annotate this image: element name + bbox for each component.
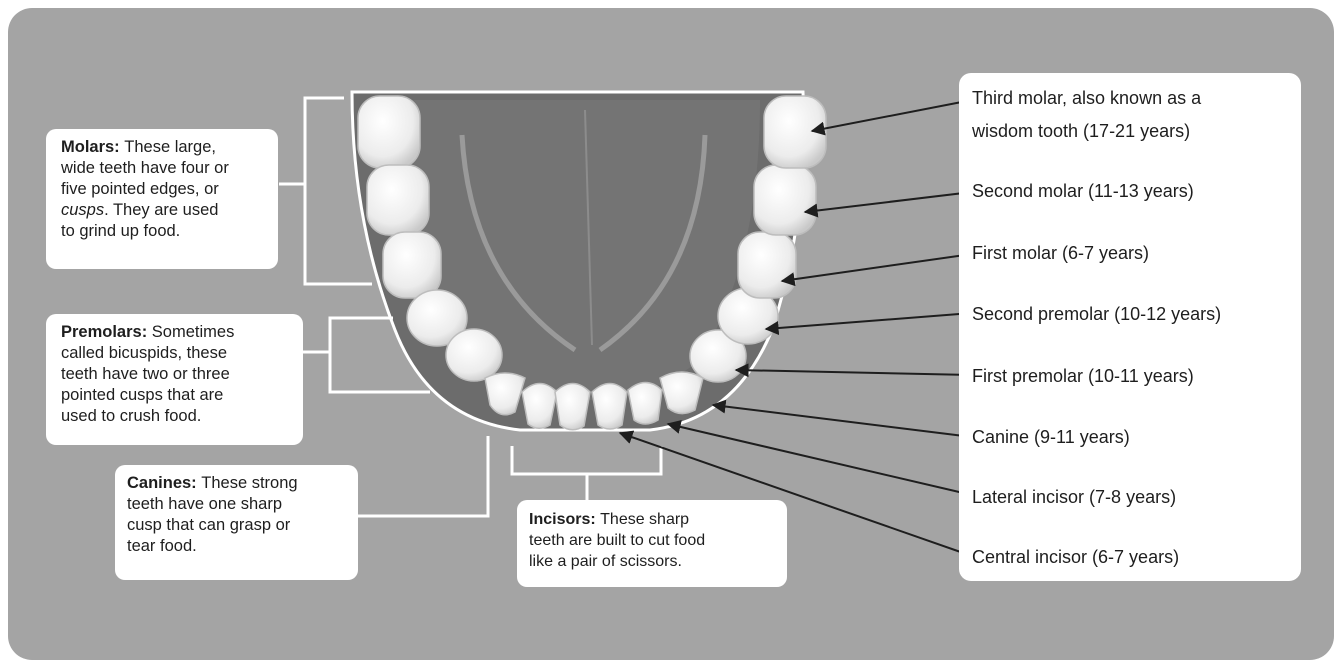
tooth	[555, 384, 590, 430]
second-molar-label: Second molar (11-13 years)	[972, 181, 1194, 202]
tooth	[764, 96, 826, 168]
canines-title: Canines:	[127, 474, 201, 492]
premolars-text: Sometimes	[152, 323, 235, 341]
incisors-text: like a pair of scissors.	[529, 553, 682, 570]
incisors-description: Incisors: These sharp teeth are built to…	[517, 500, 787, 587]
premolars-text: teeth have two or three	[61, 365, 230, 383]
tooth	[446, 329, 502, 381]
tooth	[738, 232, 796, 298]
arrow-second-molar	[805, 192, 972, 212]
premolars-description: Premolars: Sometimes called bicuspids, t…	[46, 314, 303, 445]
third-molar-label-line1: Third molar, also known as a	[972, 88, 1201, 109]
incisors-text: These sharp	[600, 511, 689, 528]
molars-title: Molars:	[61, 138, 124, 156]
molars-description: Molars: These large, wide teeth have fou…	[46, 129, 278, 269]
first-molar-label: First molar (6-7 years)	[972, 243, 1149, 264]
cusps-term: cusps	[61, 201, 104, 219]
tooth	[754, 165, 816, 235]
tooth	[358, 96, 420, 168]
arrow-canine	[713, 405, 972, 437]
molars-text: . They are used	[104, 201, 218, 219]
tooth	[592, 384, 627, 430]
third-molar-label-line2: wisdom tooth (17-21 years)	[972, 121, 1190, 142]
second-premolar-label: Second premolar (10-12 years)	[972, 304, 1221, 325]
central-incisor-label: Central incisor (6-7 years)	[972, 547, 1179, 568]
tooth	[628, 383, 662, 425]
bracket-canines	[358, 436, 488, 516]
molars-text: These large,	[124, 138, 216, 156]
molars-text: to grind up food.	[61, 222, 180, 240]
incisors-title: Incisors:	[529, 511, 600, 528]
first-premolar-label: First premolar (10-11 years)	[972, 366, 1194, 387]
canines-text: These strong	[201, 474, 297, 492]
bracket-incisors	[512, 446, 661, 474]
canines-description: Canines: These strong teeth have one sha…	[115, 465, 358, 580]
premolars-title: Premolars:	[61, 323, 152, 341]
canines-text: cusp that can grasp or	[127, 516, 290, 534]
canine-label: Canine (9-11 years)	[972, 427, 1130, 448]
incisors-text: teeth are built to cut food	[529, 532, 705, 549]
canines-text: tear food.	[127, 537, 197, 555]
premolars-text: pointed cusps that are	[61, 386, 223, 404]
lateral-incisor-label: Lateral incisor (7-8 years)	[972, 487, 1176, 508]
arrow-lateral-incisor	[668, 424, 972, 495]
canines-text: teeth have one sharp	[127, 495, 282, 513]
arrow-third-molar	[812, 100, 972, 131]
molars-text: wide teeth have four or	[61, 159, 229, 177]
arrow-second-premolar	[766, 313, 972, 329]
tooth	[367, 165, 429, 235]
premolars-text: called bicuspids, these	[61, 344, 227, 362]
arrow-first-premolar	[736, 370, 972, 375]
arrow-first-molar	[782, 254, 972, 281]
premolars-text: used to crush food.	[61, 407, 201, 425]
molars-text: five pointed edges, or	[61, 180, 219, 198]
tooth	[383, 232, 441, 298]
